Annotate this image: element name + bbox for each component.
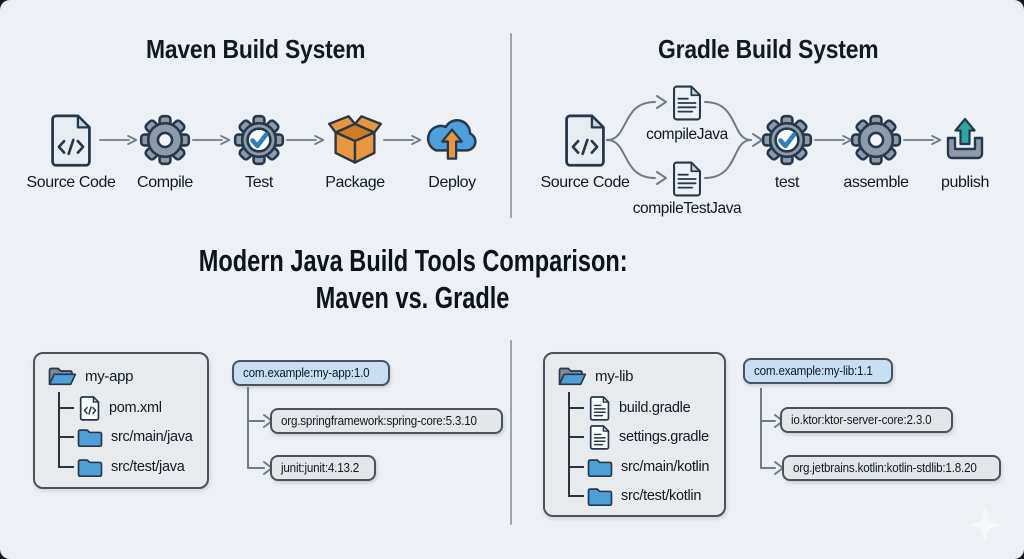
- step-label: publish: [941, 174, 989, 191]
- gear-check-icon: [761, 114, 813, 166]
- tree-connector: [58, 392, 60, 468]
- gradle-project-section: my-lib build.gradle settings.gradle src/…: [512, 340, 1024, 559]
- folder-icon: [77, 427, 103, 447]
- document-icon: [671, 84, 703, 122]
- gear-check-icon: [233, 114, 285, 166]
- step-label: test: [774, 174, 800, 191]
- tree-root-row: my-lib: [557, 364, 634, 388]
- folder-open-icon: [557, 364, 587, 388]
- tree-item-row: build.gradle: [589, 395, 691, 421]
- folder-icon: [587, 457, 613, 477]
- maven-project-card: my-app pom.xml src/main/java src/test/ja…: [33, 352, 209, 489]
- dependency-chip: junit:junit:4.13.2: [270, 455, 376, 481]
- tree-connector: [58, 407, 74, 409]
- step-label: Deploy: [428, 174, 476, 191]
- step-label: Package: [325, 174, 385, 191]
- tree-item-row: src/main/java: [77, 427, 193, 447]
- main-title-line1: Modern Java Build Tools Comparison:: [198, 243, 628, 278]
- tree-item-label: src/main/kotlin: [621, 459, 710, 475]
- code-file-icon: [79, 395, 101, 421]
- dependency-root-chip: com.example:my-app:1.0: [232, 360, 390, 386]
- tree-connector: [568, 407, 584, 409]
- dependency-chip: org.springframework:spring-core:5.3.10: [270, 408, 503, 434]
- gradle-project-card: my-lib build.gradle settings.gradle src/…: [543, 352, 726, 517]
- step-label: Compile: [137, 174, 193, 191]
- dependency-root-chip: com.example:my-lib:1.1: [743, 358, 893, 384]
- maven-step-test: Test: [199, 112, 319, 192]
- tree-connector: [58, 436, 74, 438]
- step-label: Test: [245, 174, 273, 191]
- tree-connector: [568, 436, 584, 438]
- tree-connector: [568, 392, 570, 497]
- tree-root-label: my-app: [85, 367, 134, 385]
- step-label: Source Code: [540, 174, 630, 191]
- tree-item-label: settings.gradle: [619, 429, 709, 445]
- top-divider: [510, 33, 512, 218]
- document-file-icon: [589, 395, 611, 421]
- tree-item-row: src/test/java: [77, 457, 185, 477]
- gradle-task-label: compileTestJava: [632, 200, 742, 217]
- gear-icon: [850, 114, 902, 166]
- maven-panel-title: Maven Build System: [146, 34, 366, 64]
- gear-icon: [139, 114, 191, 166]
- tree-item-row: settings.gradle: [589, 424, 709, 450]
- file-code-icon: [48, 112, 94, 168]
- folder-open-icon: [47, 364, 77, 388]
- step-label: assemble: [843, 174, 909, 191]
- gradle-step-assemble: assemble: [816, 112, 936, 192]
- cloud-upload-icon: [424, 116, 480, 164]
- tree-connector: [568, 495, 584, 497]
- gradle-step-publish: publish: [905, 112, 1024, 192]
- dependency-chip: io.ktor:ktor-server-core:2.3.0: [780, 407, 953, 433]
- tree-root-label: my-lib: [595, 367, 634, 385]
- main-title: Modern Java Build Tools Comparison: Mave…: [113, 242, 713, 316]
- gradle-step-source: Source Code: [525, 112, 645, 192]
- tree-connector: [58, 466, 74, 468]
- bottom-divider: [510, 340, 512, 525]
- tree-item-label: build.gradle: [619, 400, 691, 416]
- sparkle-icon: [969, 507, 1001, 543]
- maven-project-section: my-app pom.xml src/main/java src/test/ja…: [0, 340, 512, 559]
- tree-item-row: src/test/kotlin: [587, 486, 701, 506]
- gradle-panel-title: Gradle Build System: [657, 34, 879, 64]
- main-title-line2: Maven vs. Gradle: [316, 280, 510, 315]
- folder-icon: [587, 486, 613, 506]
- gradle-step-test: test: [727, 112, 847, 192]
- tree-item-row: src/main/kotlin: [587, 457, 709, 477]
- maven-step-deploy: Deploy: [392, 112, 512, 192]
- step-label: Source Code: [26, 174, 116, 191]
- maven-step-source: Source Code: [11, 112, 131, 192]
- document-file-icon: [589, 424, 611, 450]
- tree-root-row: my-app: [47, 364, 134, 388]
- gradle-panel: Gradle Build System Source Code compileJ…: [512, 0, 1024, 230]
- gradle-task-label: compileJava: [646, 126, 728, 143]
- tree-item-label: pom.xml: [109, 400, 162, 416]
- document-icon: [671, 160, 703, 198]
- file-code-icon: [562, 112, 608, 168]
- fork-merge-connector: [606, 95, 763, 185]
- tree-connector: [568, 466, 584, 468]
- package-box-icon: [327, 114, 383, 166]
- tree-item-row: pom.xml: [79, 395, 162, 421]
- dependency-chip: org.jetbrains.kotlin:kotlin-stdlib:1.8.2…: [782, 455, 1002, 481]
- maven-panel: Maven Build System Source Code Compile T…: [0, 0, 512, 230]
- maven-step-package: Package: [295, 112, 415, 192]
- maven-step-compile: Compile: [105, 112, 225, 192]
- folder-icon: [77, 457, 103, 477]
- tree-item-label: src/test/kotlin: [621, 488, 702, 504]
- tree-item-label: src/main/java: [111, 429, 193, 445]
- tree-item-label: src/test/java: [111, 459, 185, 475]
- tray-upload-icon: [943, 117, 987, 163]
